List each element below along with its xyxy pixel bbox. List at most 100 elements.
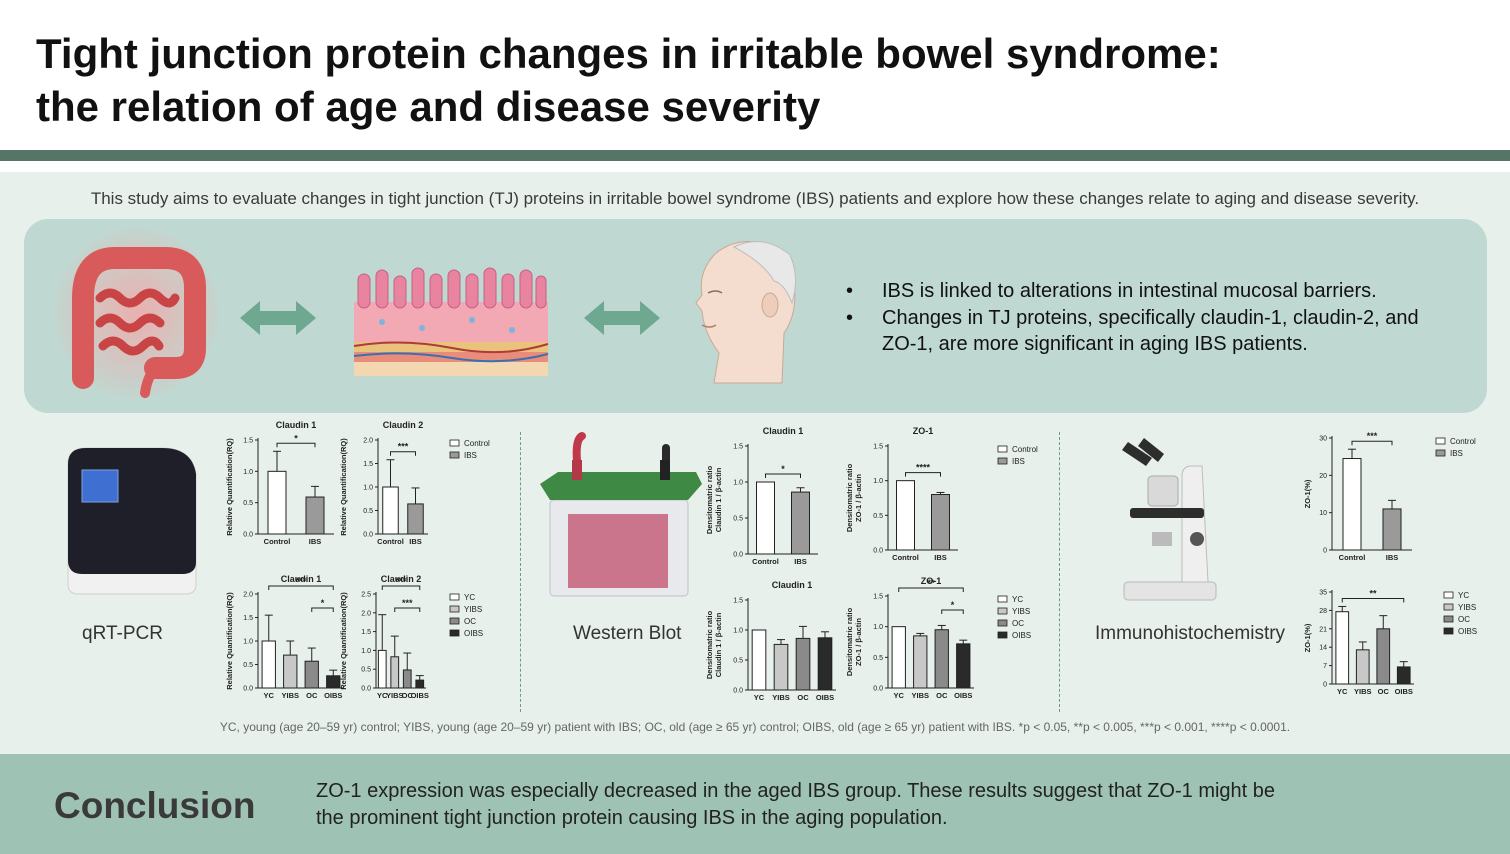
y-tick-label: 1.5 (243, 615, 253, 622)
y-tick-label: 1.0 (873, 478, 883, 485)
significance-bracket (394, 607, 421, 612)
legend-label: YIBS (1012, 607, 1030, 616)
y-tick-label: 0.5 (363, 508, 373, 515)
y-tick-label: 1.0 (733, 628, 743, 635)
bar-yc (261, 640, 276, 689)
conclusion-text-line: the prominent tight junction protein cau… (316, 806, 948, 829)
bar-oc (1376, 628, 1391, 685)
category-label: OIBS (954, 691, 972, 700)
legend-label: IBS (1450, 449, 1463, 458)
bar-control (382, 486, 399, 535)
chart-title: Claudin 2 (381, 574, 422, 584)
y-tick-label: 2.0 (363, 438, 373, 445)
bar-yc (377, 649, 387, 689)
bar-yibs (390, 656, 400, 689)
legend-label: Control (1012, 445, 1038, 454)
bar-yibs (773, 643, 789, 691)
bar-ibs (1382, 508, 1402, 551)
bar-yibs (913, 635, 928, 689)
legend-swatch (1443, 591, 1454, 599)
method-label-western-blot: Western Blot (573, 623, 682, 644)
bar-oc (402, 669, 412, 689)
chart-title: ZO-1 (913, 426, 934, 436)
y-tick-label: 1.5 (873, 594, 883, 601)
significance-label: *** (398, 442, 409, 452)
y-axis-label: Densitomatric ratio (845, 463, 854, 532)
significance-bracket (905, 472, 941, 477)
bar-control (267, 470, 287, 535)
category-label: OC (1378, 687, 1390, 696)
y-tick-label: 0.5 (243, 662, 253, 669)
abbreviation-footnote: YC, young (age 20–59 yr) control; YIBS, … (219, 720, 1291, 734)
category-label: OIBS (324, 691, 342, 700)
title-divider-bar (0, 150, 1510, 161)
y-axis-label: ZO-1(%) (1303, 623, 1312, 652)
category-label: OC (936, 691, 948, 700)
chart-title: Claudin 1 (276, 420, 317, 430)
y-tick-label: 0.0 (733, 552, 743, 559)
y-tick-label: 0 (1323, 548, 1327, 555)
y-tick-label: 1.0 (733, 480, 743, 487)
conclusion-area (0, 754, 1510, 854)
significance-label: ** (1369, 588, 1377, 598)
legend-swatch (1443, 615, 1454, 623)
legend-label: OIBS (1458, 627, 1477, 636)
y-tick-label: 21 (1319, 626, 1327, 633)
y-tick-label: 1.0 (363, 485, 373, 492)
y-tick-label: 10 (1319, 510, 1327, 517)
method-label-immunohistochemistry: Immunohistochemistry (1095, 623, 1286, 644)
legend-swatch (449, 451, 460, 459)
significance-bracket (765, 473, 801, 478)
bar-oibs (956, 643, 971, 689)
bar-control (1342, 458, 1362, 551)
legend-swatch (997, 607, 1008, 615)
y-axis-label: Densitomatric ratio (705, 465, 714, 534)
y-tick-label: 1.5 (243, 438, 253, 445)
legend-swatch (1435, 449, 1446, 457)
bar-ibs (305, 496, 325, 535)
y-tick-label: 0.0 (243, 532, 253, 539)
conclusion-title: Conclusion (54, 785, 256, 826)
y-axis-label: Relative Quantification(RQ) (339, 438, 348, 536)
bar-ibs (931, 494, 950, 551)
legend-swatch (449, 629, 460, 637)
y-tick-label: 0.5 (733, 658, 743, 665)
significance-label: * (781, 464, 785, 474)
legend-swatch (997, 445, 1008, 453)
bar-yc (1335, 611, 1350, 685)
y-tick-label: 0.0 (873, 548, 883, 555)
y-tick-label: 0.0 (361, 686, 371, 693)
category-label: YC (1337, 687, 1348, 696)
legend-label: YIBS (1458, 603, 1476, 612)
category-label: OIBS (1395, 687, 1413, 696)
legend-label: OC (1012, 619, 1024, 628)
y-tick-label: 0.0 (733, 688, 743, 695)
chart-title: Claudin 2 (383, 420, 424, 430)
significance-bracket (390, 451, 416, 456)
chart-pcr-claudin2: Claudin 2 Relative Quantification(RQ) 0.0 0… (336, 418, 504, 559)
y-tick-label: 0.5 (873, 655, 883, 662)
colon-illustration (55, 228, 219, 398)
legend-swatch (997, 457, 1008, 465)
bar-oibs (326, 675, 341, 689)
significance-bracket (1351, 440, 1393, 446)
significance-label: * (294, 433, 298, 443)
legend-swatch (449, 605, 460, 613)
bar-oc (934, 629, 949, 689)
key-point: Changes in TJ proteins, specifically cla… (846, 305, 1446, 358)
legend-swatch (1443, 627, 1454, 635)
category-label: YIBS (386, 691, 404, 700)
y-tick-label: 0.0 (363, 532, 373, 539)
y-tick-label: 1.5 (363, 461, 373, 468)
conclusion-text-line: ZO-1 expression was especially decreased… (316, 780, 1276, 802)
category-label: IBS (409, 537, 422, 546)
legend-label: YC (464, 593, 475, 602)
legend-label: OIBS (464, 629, 483, 638)
